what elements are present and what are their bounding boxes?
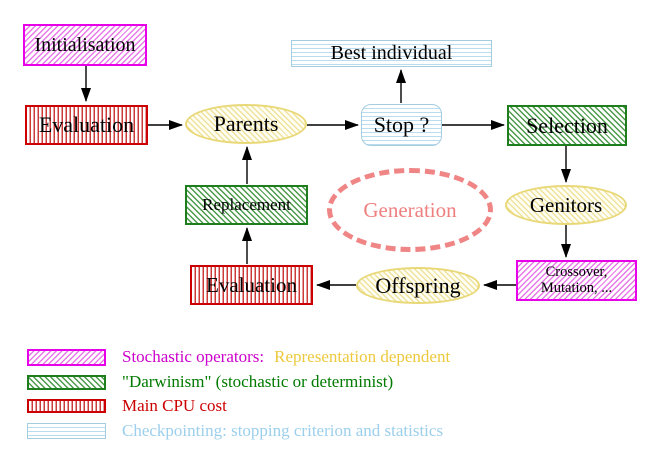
node-offspring: Offspring — [356, 267, 480, 304]
mutation-line: Mutation, ... — [540, 279, 613, 296]
legend-row-checkpointing: Checkpointing: stopping criterion and st… — [27, 421, 443, 441]
node-crossover-mutation: Crossover, Mutation, ... — [516, 260, 637, 301]
legend-text-darwinism: "Darwinism" (stochastic or determinist) — [122, 372, 394, 391]
node-generation: Generation — [327, 168, 493, 252]
legend-swatch-cpu-cost — [27, 399, 106, 413]
legend-text-representation: Representation dependent — [274, 347, 451, 366]
legend-row-cpu: Main CPU cost — [27, 396, 227, 416]
node-best-individual: Best individual — [291, 40, 492, 67]
legend-label-stochastic: Stochastic operators: Representation depe… — [122, 347, 450, 367]
legend-text-stochastic: Stochastic operators: — [122, 347, 265, 366]
node-genitors: Genitors — [505, 185, 627, 225]
crossover-line: Crossover, — [545, 264, 608, 281]
node-parents: Parents — [185, 104, 307, 144]
node-evaluation-bottom: Evaluation — [190, 265, 313, 305]
legend-text-checkpointing: Checkpointing: stopping criterion and st… — [122, 421, 444, 440]
legend-swatch-darwinism — [27, 374, 106, 390]
node-initialisation: Initialisation — [23, 24, 147, 66]
node-stop: Stop ? — [361, 104, 442, 146]
legend-swatch-stochastic-operators — [27, 348, 106, 366]
node-evaluation-top: Evaluation — [25, 105, 148, 145]
node-replacement: Replacement — [185, 185, 308, 225]
legend-row-stochastic: Stochastic operators: Representation depe… — [27, 347, 450, 367]
node-selection: Selection — [507, 105, 627, 146]
legend-swatch-checkpointing — [27, 423, 106, 439]
legend-row-darwinism: "Darwinism" (stochastic or determinist) — [27, 372, 393, 392]
legend-text-cpu: Main CPU cost — [122, 396, 227, 415]
